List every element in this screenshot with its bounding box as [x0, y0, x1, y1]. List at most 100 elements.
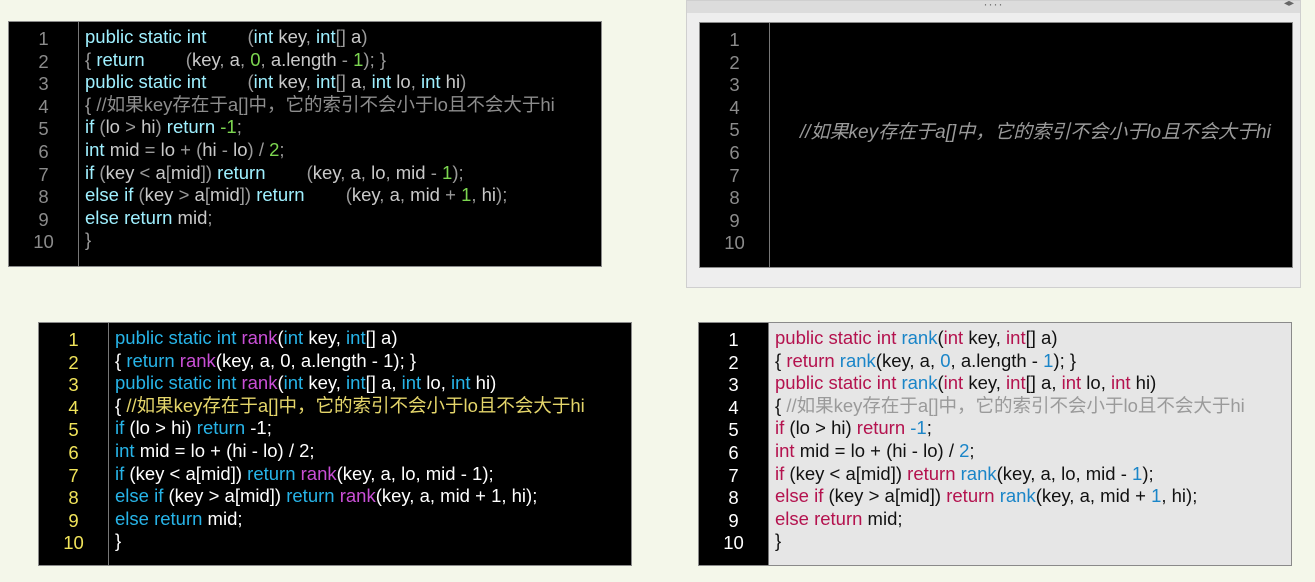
code-token: + (	[865, 439, 893, 461]
code-token: ,	[219, 48, 230, 70]
line-number: 6	[68, 441, 79, 463]
code-token: ,	[501, 485, 512, 507]
code-token: <	[164, 462, 186, 484]
code-token: ;	[309, 439, 315, 461]
code-token: )	[1150, 372, 1157, 394]
code-token: ;	[279, 138, 285, 160]
code-token: {	[85, 48, 97, 70]
code-token: <	[824, 462, 846, 484]
scroll-arrows-icon[interactable]: ◂▸	[1283, 0, 1294, 9]
code-token: ,	[360, 161, 372, 183]
code-token: >	[809, 417, 832, 439]
code-token: a	[350, 161, 361, 183]
code-token: 1	[353, 48, 364, 70]
code-token: public static int	[775, 372, 902, 394]
line-number: 10	[723, 532, 744, 554]
code-token: ,	[409, 485, 420, 507]
code-token: key	[221, 349, 250, 371]
code-token: 0	[280, 349, 291, 371]
code-token: ,	[260, 48, 271, 70]
code-line: public static int rank(int key, int[] a,…	[115, 372, 631, 395]
code-line: if (lo > hi) return -1;	[775, 417, 1291, 440]
code-token: -	[455, 462, 473, 484]
line-number: 1	[728, 329, 739, 350]
drag-handle-icon[interactable]: ····	[983, 0, 1004, 11]
code-area[interactable]: public static int rank(int key, int[] a)…	[79, 22, 601, 266]
line-number: 2	[68, 351, 79, 373]
code-token: a	[194, 184, 205, 206]
code-token: (	[996, 462, 1003, 484]
line-number: 9	[38, 208, 49, 230]
code-token: int	[283, 372, 309, 394]
code-line: if (lo > hi) return -1;	[115, 417, 631, 440]
code-token: a	[381, 327, 392, 348]
line-number: 1	[729, 29, 740, 50]
code-token: [	[195, 462, 201, 484]
code-token: lo	[160, 138, 175, 160]
code-token: ])	[929, 485, 947, 507]
code-token: return	[217, 161, 271, 183]
code-token: );	[1186, 485, 1198, 507]
code-token: )	[185, 417, 197, 439]
code-line: { return rank(key, a, 0, a.length - 1); …	[85, 49, 601, 72]
code-token: -	[246, 439, 264, 461]
code-token: mid	[440, 485, 470, 507]
code-line: }	[85, 229, 601, 252]
code-line: else if (key > a[mid]) return rank(key, …	[115, 485, 631, 508]
code-token: else return	[775, 507, 868, 529]
code-token: hi	[232, 439, 247, 461]
code-token: (	[277, 327, 284, 348]
code-token: ,	[335, 372, 347, 394]
code-token: []	[365, 372, 382, 394]
code-line: else if (key > a[mid]) return rank(key, …	[85, 184, 601, 207]
code-token: rank	[901, 372, 938, 394]
code-area[interactable]: public static int rank(int key, int[] a)…	[109, 323, 631, 565]
code-token: );	[1142, 462, 1154, 484]
code-token: lo	[1086, 372, 1101, 394]
code-token: (	[875, 349, 882, 371]
code-token: ) /	[937, 439, 960, 461]
code-token: -1	[250, 417, 267, 439]
code-token: );	[496, 184, 508, 206]
code-token: mid	[177, 206, 208, 228]
code-token: []	[335, 26, 352, 47]
code-token: -1	[910, 417, 927, 439]
code-token: else return	[85, 206, 178, 228]
line-number: 9	[729, 209, 740, 231]
code-area[interactable]: public static int rank(int key, int[] a)…	[769, 323, 1291, 565]
code-token: rank	[839, 349, 876, 371]
code-line: { //如果key存在于a[]中，它的索引不会小于lo且不会大于hi	[775, 395, 1291, 418]
code-token: ,	[995, 327, 1007, 348]
line-number: 8	[68, 487, 79, 509]
line-number: 5	[38, 118, 49, 140]
code-token: (	[185, 48, 192, 70]
line-number: 4	[68, 396, 79, 418]
code-line: { return rank(key, a, 0, a.length - 1); …	[115, 350, 631, 373]
code-token: )	[391, 327, 398, 348]
code-token: a	[229, 48, 240, 70]
panel-title-bar[interactable]: ···· ◂▸	[687, 0, 1300, 13]
code-token: ,	[410, 71, 421, 93]
code-token: lo	[795, 417, 810, 439]
code-token: +	[469, 485, 492, 507]
code-token: hi	[892, 439, 907, 461]
code-token: {	[115, 349, 127, 371]
code-token: int	[1006, 372, 1026, 394]
code-token: a	[351, 26, 362, 47]
code-token: mid	[139, 439, 170, 461]
line-number: 7	[38, 163, 49, 185]
code-line: int mid = lo + (hi - lo) / 2;	[115, 440, 631, 463]
line-number: 10	[724, 232, 745, 254]
line-number: 5	[728, 419, 739, 441]
code-token: ,	[1100, 372, 1111, 394]
code-token: public static int	[115, 327, 242, 348]
code-token: lo	[233, 138, 248, 160]
code-token: (	[789, 417, 796, 439]
code-token: (	[215, 349, 222, 371]
code-token: key	[174, 485, 204, 507]
code-token: mid	[410, 184, 440, 206]
code-token: mid	[860, 462, 891, 484]
code-token: if	[85, 161, 100, 183]
